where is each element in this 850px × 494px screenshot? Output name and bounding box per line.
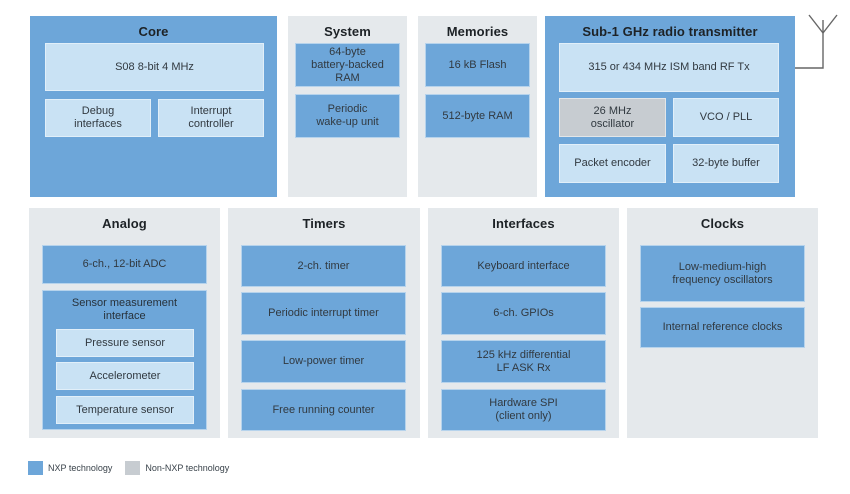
byte-buffer-box: 32-byte buffer bbox=[673, 144, 779, 183]
analog-block: Analog 6-ch., 12-bit ADC Sensor measurem… bbox=[29, 208, 220, 438]
interfaces-title: Interfaces bbox=[492, 216, 555, 231]
analog-title: Analog bbox=[102, 216, 147, 231]
system-title: System bbox=[324, 24, 371, 39]
debug-interfaces-box: Debug interfaces bbox=[45, 99, 151, 137]
2ch-timer-box: 2-ch. timer bbox=[241, 245, 406, 287]
non-nxp-technology-swatch bbox=[125, 461, 141, 475]
adc-box: 6-ch., 12-bit ADC bbox=[42, 245, 207, 284]
rf-tx-box: 315 or 434 MHz ISM band RF Tx bbox=[559, 43, 779, 92]
non-nxp-technology-label: Non-NXP technology bbox=[145, 463, 230, 473]
system-block: System 64-byte battery-backed RAM Period… bbox=[288, 16, 407, 197]
sensor-measurement-interface-box: Sensor measurement interface Pressure se… bbox=[42, 290, 207, 430]
legend: NXP technology Non-NXP technology bbox=[28, 461, 242, 475]
oscillator-box: 26 MHz oscillator bbox=[559, 98, 666, 137]
battery-backed-ram-box: 64-byte battery-backed RAM bbox=[295, 43, 400, 87]
timers-title: Timers bbox=[302, 216, 346, 231]
core-block: Core S08 8-bit 4 MHz Debug interfaces In… bbox=[30, 16, 277, 197]
temperature-sensor-box: Temperature sensor bbox=[56, 396, 194, 424]
flash-box: 16 kB Flash bbox=[425, 43, 530, 87]
radio-transmitter-title: Sub-1 GHz radio transmitter bbox=[582, 24, 758, 39]
interfaces-block: Interfaces Keyboard interface 6-ch. GPIO… bbox=[428, 208, 619, 438]
memories-block: Memories 16 kB Flash 512-byte RAM bbox=[418, 16, 537, 197]
clocks-title: Clocks bbox=[700, 216, 745, 231]
wake-up-unit-box: Periodic wake-up unit bbox=[295, 94, 400, 138]
periodic-interrupt-timer-box: Periodic interrupt timer bbox=[241, 292, 406, 335]
vco-pll-box: VCO / PLL bbox=[673, 98, 779, 137]
nxp-technology-swatch bbox=[28, 461, 43, 475]
hardware-spi-box: Hardware SPI (client only) bbox=[441, 389, 606, 431]
memories-title: Memories bbox=[446, 24, 509, 39]
lf-ask-rx-box: 125 kHz differential LF ASK Rx bbox=[441, 340, 606, 383]
keyboard-interface-box: Keyboard interface bbox=[441, 245, 606, 287]
nxp-technology-label: NXP technology bbox=[48, 463, 113, 473]
ram-box: 512-byte RAM bbox=[425, 94, 530, 138]
frequency-oscillators-box: Low-medium-high frequency oscillators bbox=[640, 245, 805, 302]
interrupt-controller-box: Interrupt controller bbox=[158, 99, 264, 137]
gpio-box: 6-ch. GPIOs bbox=[441, 292, 606, 335]
packet-encoder-box: Packet encoder bbox=[559, 144, 666, 183]
cpu-box: S08 8-bit 4 MHz bbox=[45, 43, 264, 91]
pressure-sensor-box: Pressure sensor bbox=[56, 329, 194, 357]
clocks-block: Clocks Low-medium-high frequency oscilla… bbox=[627, 208, 818, 438]
free-running-counter-box: Free running counter bbox=[241, 389, 406, 431]
internal-reference-clocks-box: Internal reference clocks bbox=[640, 307, 805, 348]
timers-block: Timers 2-ch. timer Periodic interrupt ti… bbox=[228, 208, 420, 438]
radio-transmitter-block: Sub-1 GHz radio transmitter 315 or 434 M… bbox=[545, 16, 795, 197]
core-title: Core bbox=[138, 24, 169, 39]
low-power-timer-box: Low-power timer bbox=[241, 340, 406, 383]
accelerometer-box: Accelerometer bbox=[56, 362, 194, 390]
sensor-measurement-interface-label: Sensor measurement interface bbox=[71, 297, 178, 322]
antenna-icon bbox=[795, 14, 838, 69]
